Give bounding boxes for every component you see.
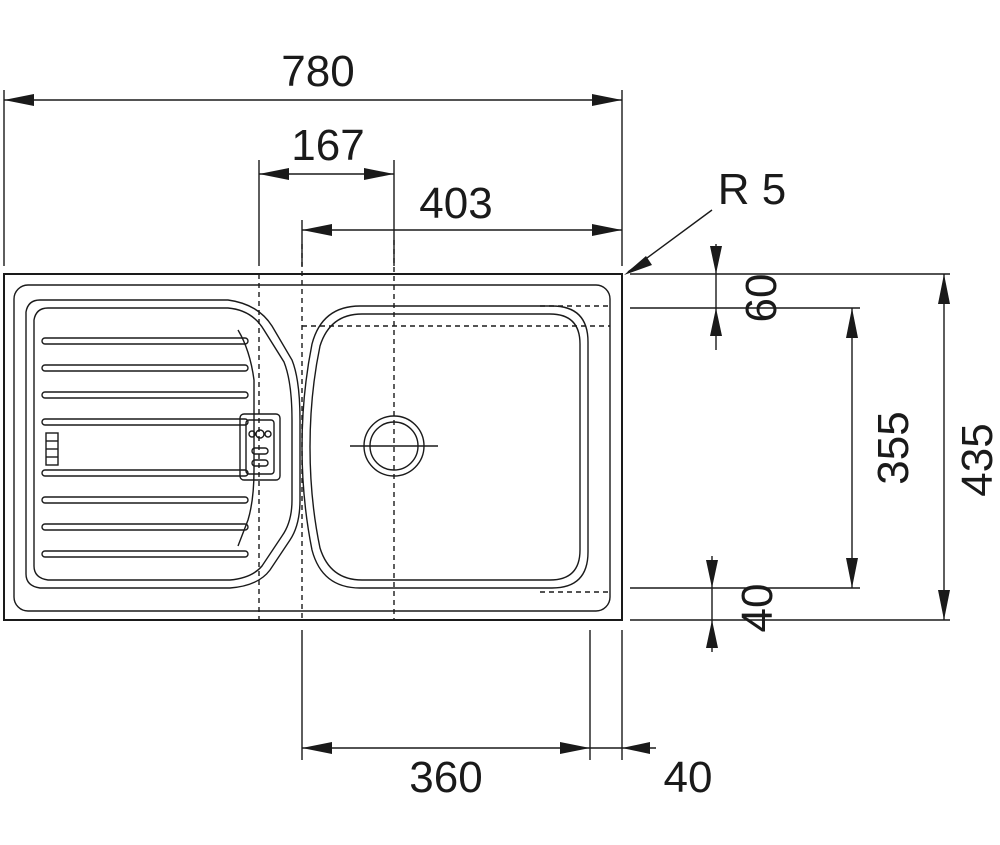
dimension-right-margin: 40 [590,742,712,802]
dimension-overall-width: 780 [4,47,622,106]
dimension-label-60: 60 [737,274,786,323]
dimension-label-403: 403 [419,179,492,228]
dimension-label-360: 360 [409,753,482,802]
drainer-board [25,299,301,589]
dimension-label-435: 435 [953,423,1000,496]
dimension-top-margin: 60 [710,244,786,350]
dimension-label-780: 780 [281,47,354,96]
dimension-bottom-margin: 40 [706,556,782,652]
dimension-label-r5: R 5 [718,165,786,214]
overflow-fitting [239,413,281,481]
sink-outline [3,273,623,621]
dimension-label-40-horizontal: 40 [664,753,713,802]
dimension-bowl-offset: 403 [302,179,622,236]
dimension-overall-depth: 435 [938,274,1000,620]
drainer-label-mark [45,432,59,466]
drainer-ribs [41,337,249,558]
sink-bowl [301,305,589,589]
extension-lines [3,90,950,760]
dimension-bowl-width: 360 [302,742,590,802]
dimension-bowl-depth: 355 [846,308,918,588]
dimension-corner-radius: R 5 [624,165,786,275]
dimension-label-40-vertical: 40 [733,584,782,633]
dimension-drainer-offset: 167 [259,121,394,180]
reference-lines [258,240,610,620]
dimension-label-355: 355 [869,411,918,484]
dimension-label-167: 167 [291,121,364,170]
